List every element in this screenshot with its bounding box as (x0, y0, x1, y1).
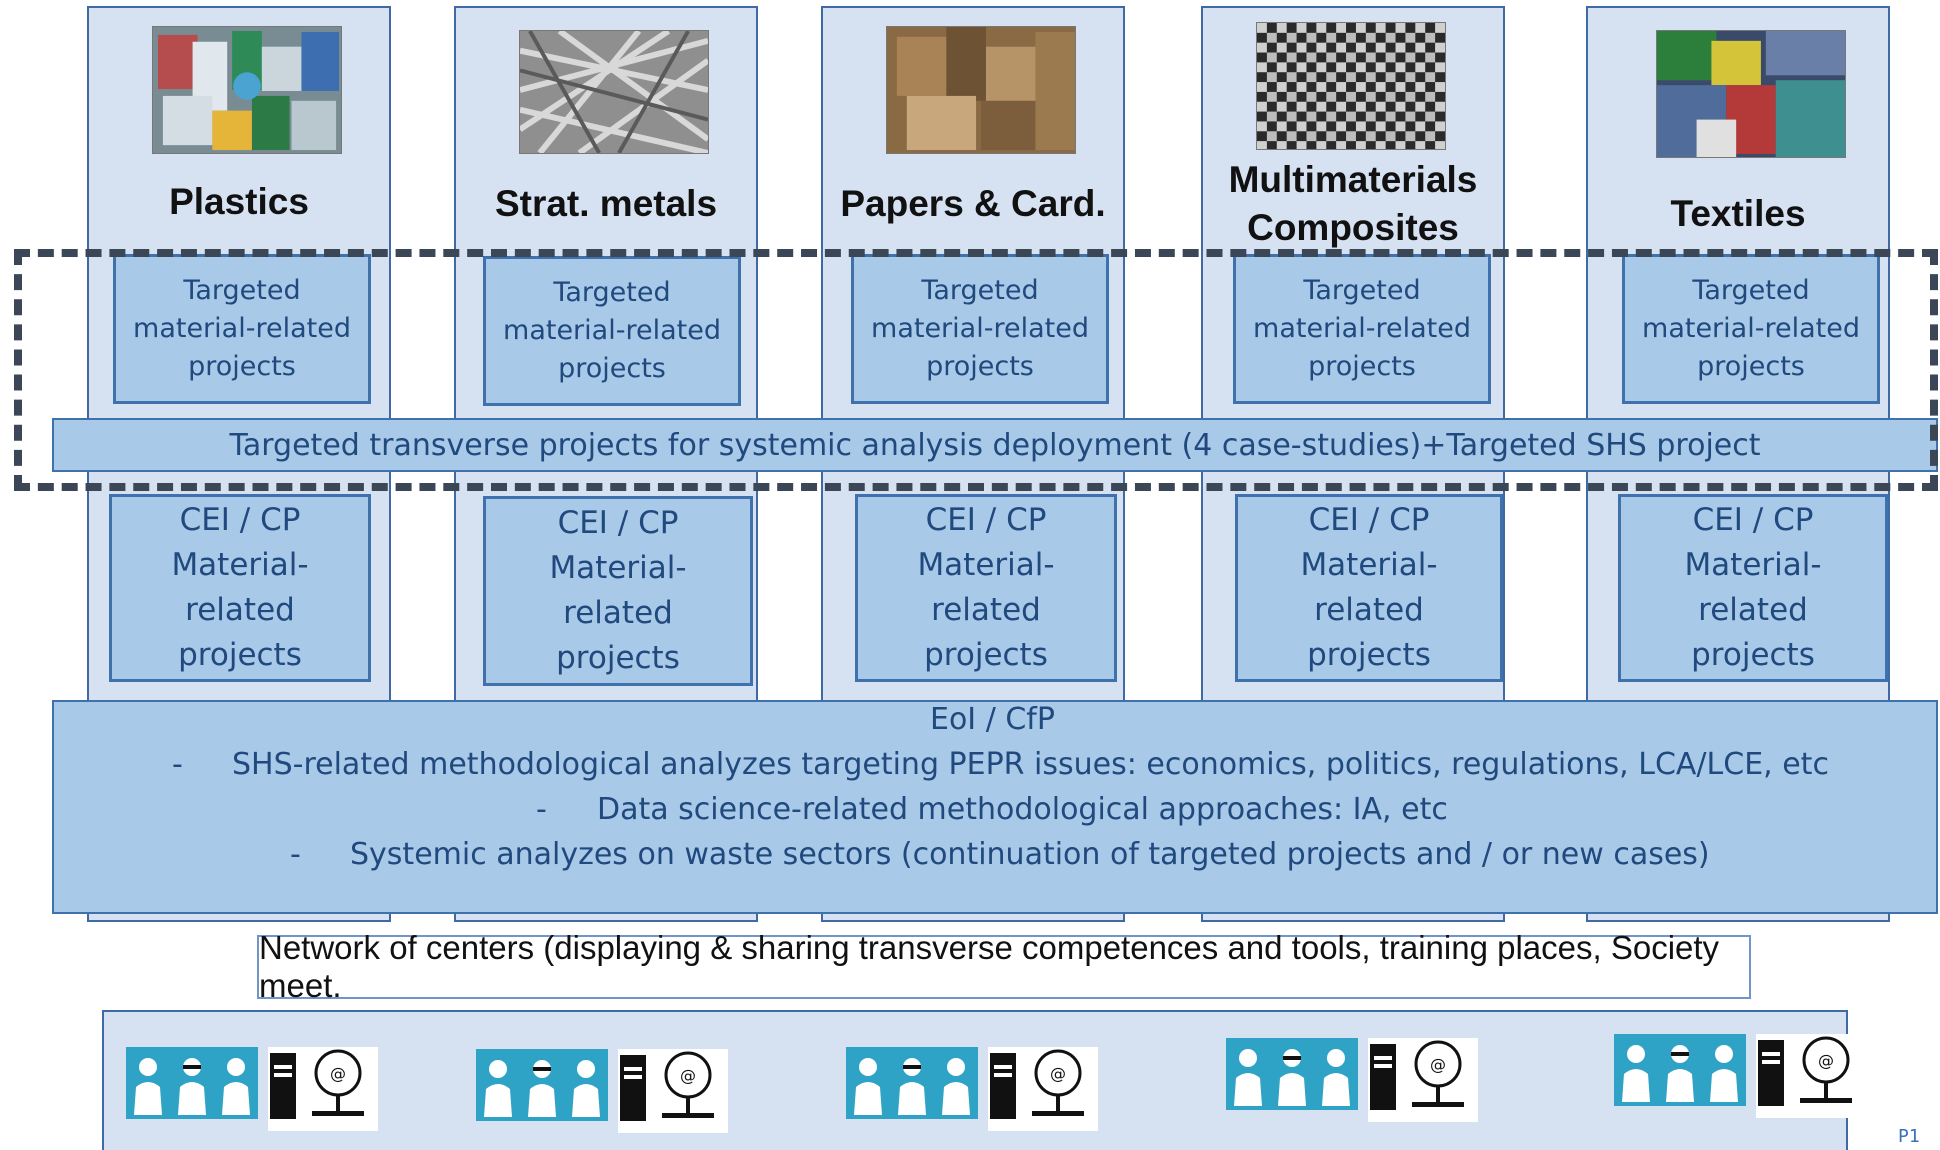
material-title-textiles: Textiles (1670, 193, 1806, 234)
textiles-photo-icon (1656, 30, 1846, 158)
eoi-bullet: Data science-related methodological appr… (597, 792, 1448, 827)
dashed-grouping-frame (14, 249, 1938, 491)
material-title-metals: Strat. metals (494, 183, 718, 224)
computer-icon: @ (1032, 1049, 1084, 1116)
computer-icon: @ (662, 1051, 714, 1118)
material-title-papers: Papers & Card. (840, 183, 1106, 224)
svg-text:@: @ (1818, 1051, 1834, 1070)
server-icon (270, 1053, 296, 1119)
svg-text:@: @ (1050, 1064, 1066, 1083)
composite-photo-icon (1256, 22, 1446, 150)
computer-icon: @ (312, 1049, 364, 1116)
center-icon-group: @ (846, 1043, 1098, 1131)
server-icon (620, 1055, 646, 1121)
eoi-bullet: SHS-related methodological analyzes targ… (232, 747, 1829, 782)
plastics-photo-icon (152, 26, 342, 154)
researchers-icon (1226, 1038, 1358, 1110)
eoi-bullet: Systemic analyzes on waste sectors (cont… (350, 837, 1710, 872)
bullet-dash: - (172, 747, 183, 782)
eoi-cfp-box: EoI / CfP - SHS-related methodological a… (52, 700, 1938, 914)
computer-icon: @ (1800, 1036, 1852, 1103)
bullet-dash: - (536, 792, 547, 827)
material-title-multimaterials: Multimaterials Composites (1228, 159, 1478, 248)
metals-photo-icon (519, 30, 709, 154)
center-icon-group: @ (126, 1043, 378, 1131)
researchers-icon (846, 1047, 978, 1119)
server-icon (990, 1053, 1016, 1119)
server-icon (1758, 1040, 1784, 1106)
center-icon-group: @ (1226, 1034, 1478, 1122)
researchers-icon (126, 1047, 258, 1119)
eoi-title: EoI / CfP (930, 702, 1055, 737)
svg-text:@: @ (680, 1066, 696, 1085)
computer-icon: @ (1412, 1040, 1464, 1107)
researchers-icon (476, 1049, 608, 1121)
center-icon-group: @ (476, 1045, 728, 1133)
svg-text:@: @ (1430, 1055, 1446, 1074)
network-of-centers-label: Network of centers (displaying & sharing… (257, 929, 1751, 1004)
page-number: P1 (1898, 1126, 1920, 1147)
transverse-projects-band: Targeted transverse projects for systemi… (52, 418, 1938, 472)
researchers-icon (1614, 1034, 1746, 1106)
center-icon-group: @ (1614, 1030, 1866, 1118)
material-title-plastics: Plastics (169, 181, 309, 222)
svg-text:@: @ (330, 1064, 346, 1083)
paper-photo-icon (886, 26, 1076, 154)
server-icon (1370, 1044, 1396, 1110)
bullet-dash: - (290, 837, 301, 872)
